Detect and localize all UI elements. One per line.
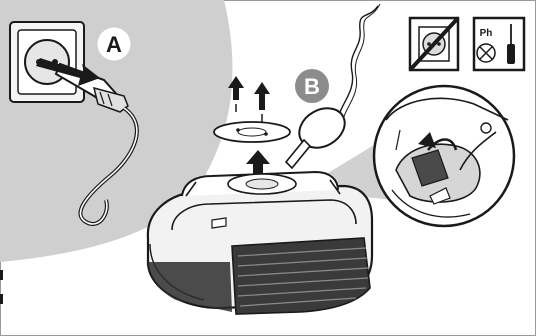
zoom-detail-circle — [374, 86, 514, 226]
step-a-badge: A — [97, 27, 131, 61]
removed-top-cover — [214, 122, 290, 142]
cable-swivel-float — [286, 100, 352, 168]
step-b-badge: B — [295, 69, 329, 103]
step-a-label: A — [106, 32, 122, 57]
phillips-screwdriver-icon: Ph — [474, 18, 524, 70]
screw-removal-arrows — [228, 76, 270, 122]
tool-label: Ph — [480, 28, 493, 39]
step-b-label: B — [304, 74, 320, 99]
no-power-socket-icon — [410, 18, 458, 70]
